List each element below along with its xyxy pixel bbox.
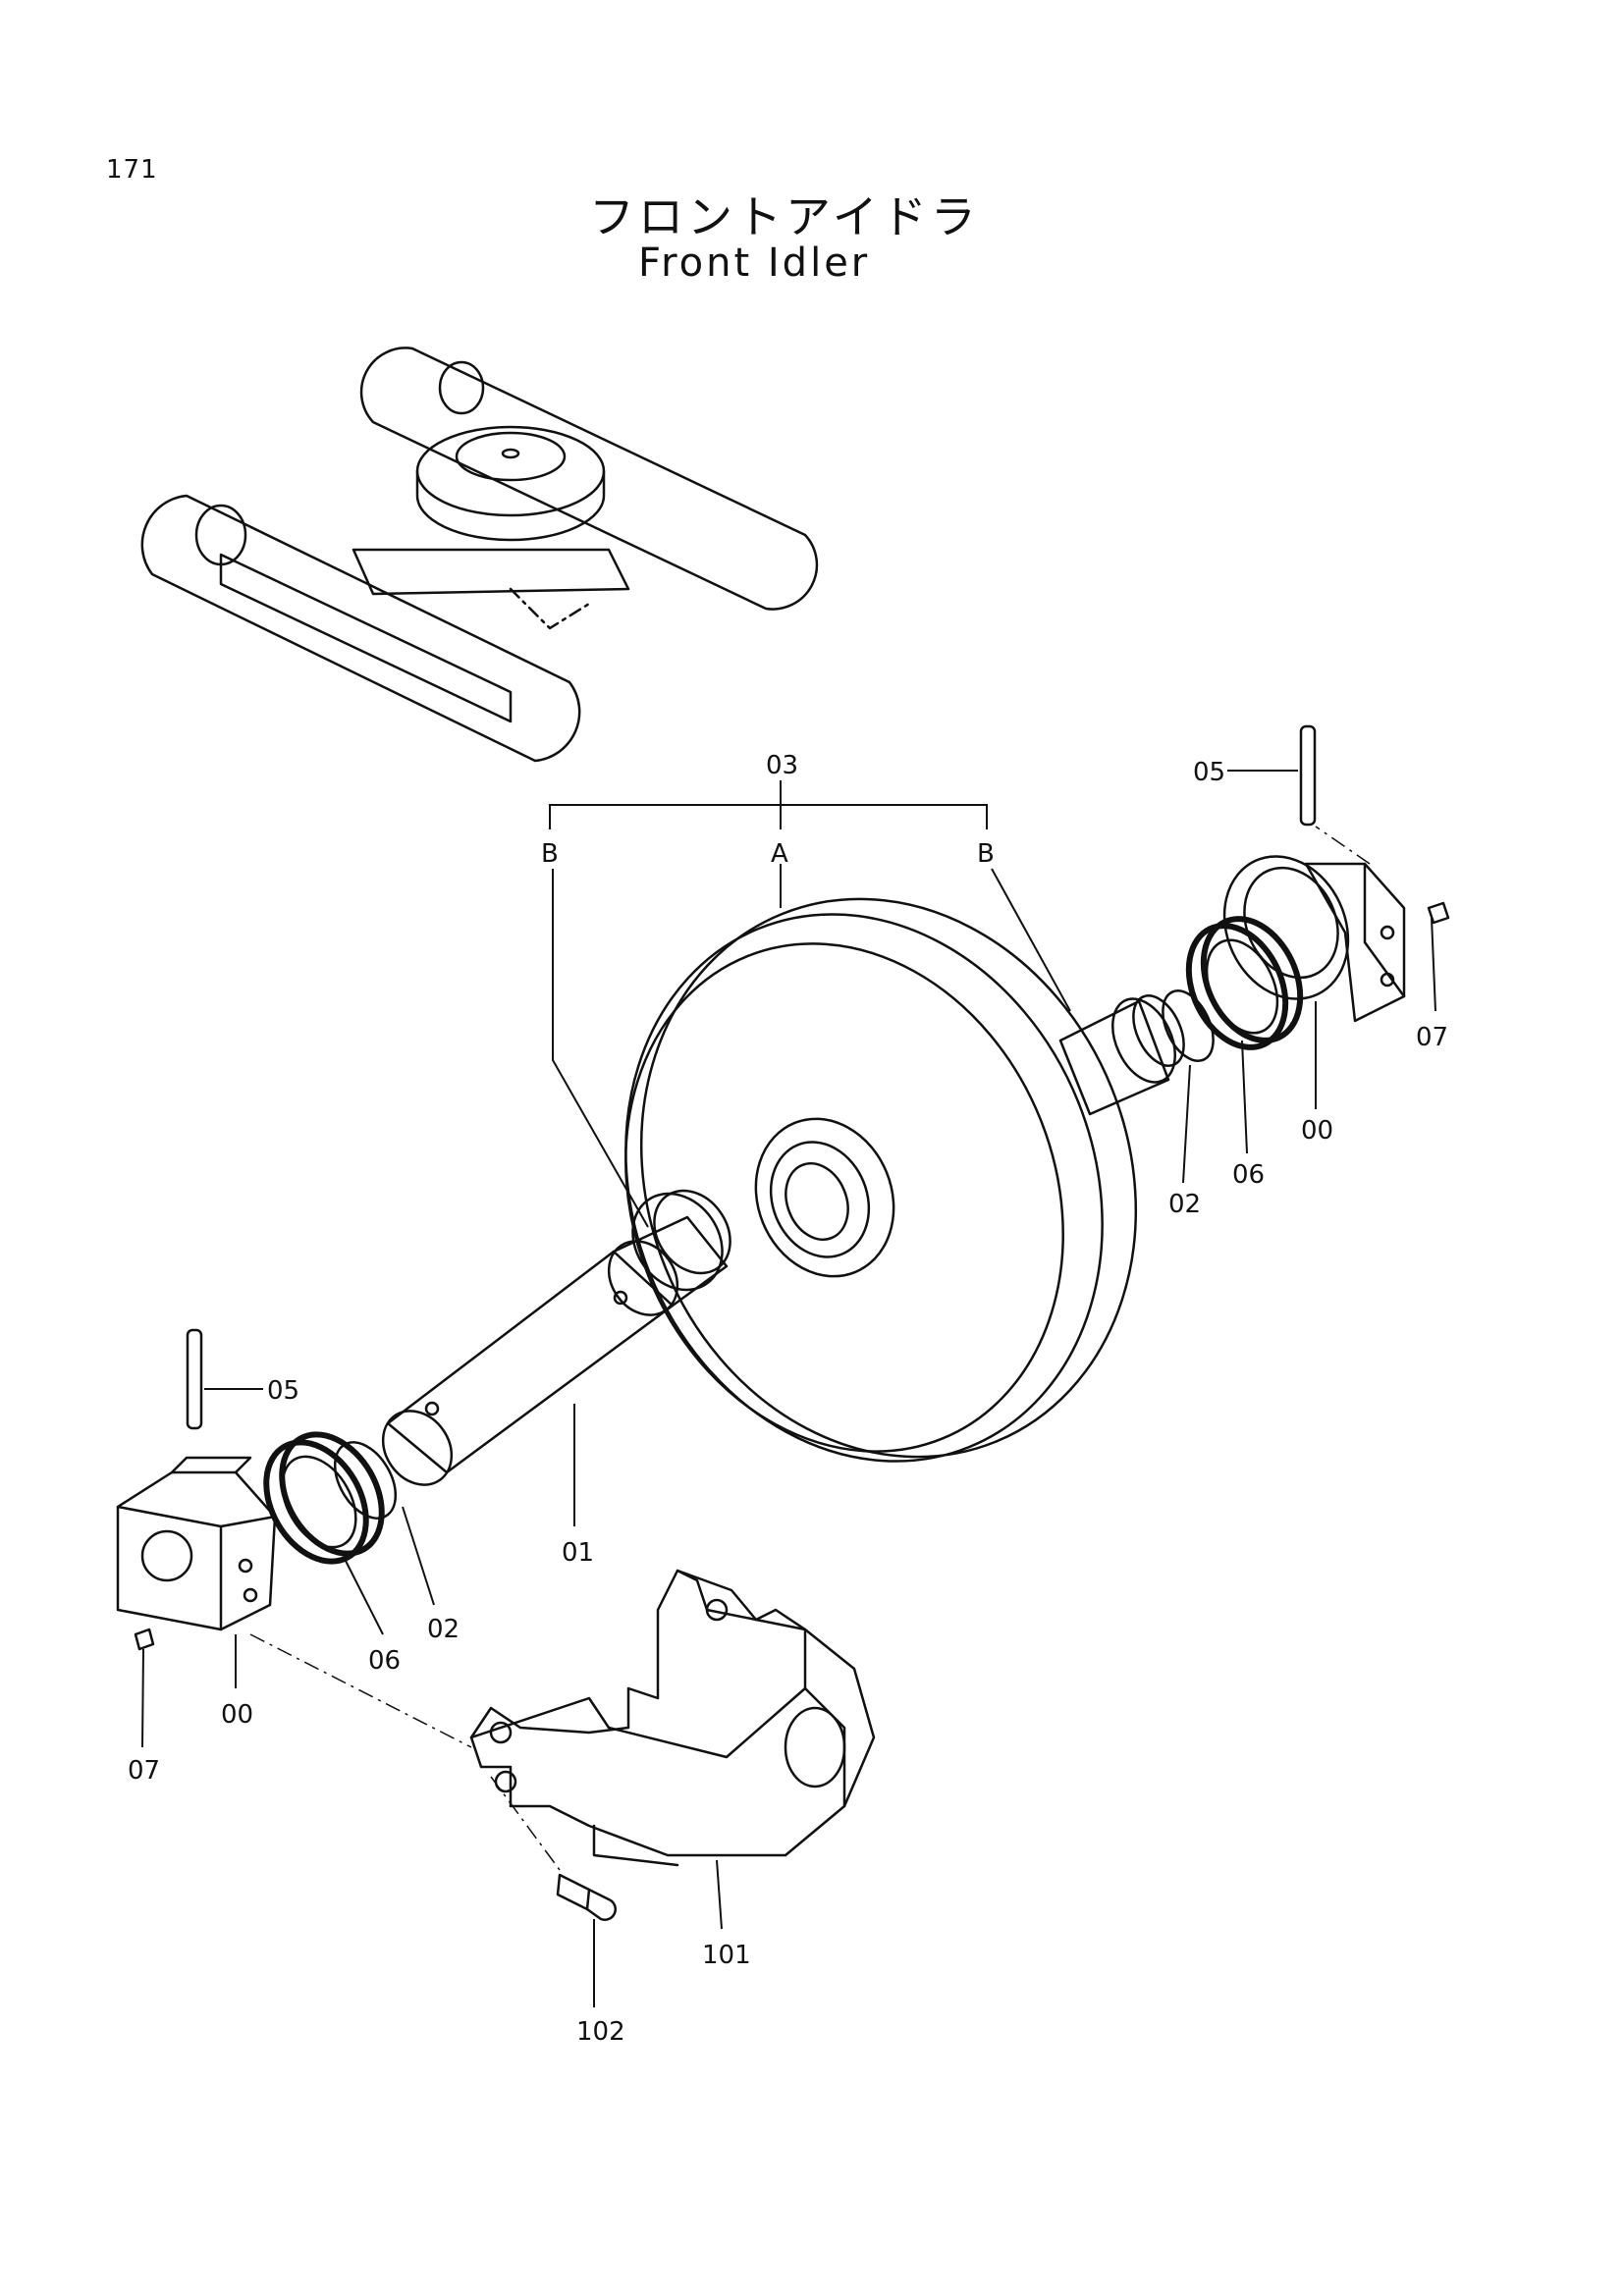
left-pin-illustration	[186, 1328, 203, 1430]
label-02-right: 02	[1168, 1190, 1201, 1219]
alignment-lines	[249, 826, 1371, 1871]
label-A: A	[771, 839, 788, 869]
leader-07-left	[141, 1648, 144, 1748]
right-o-ring-illustration	[1162, 989, 1215, 1062]
label-02-left: 02	[427, 1615, 460, 1644]
label-01: 01	[562, 1538, 594, 1568]
label-05-right: 05	[1193, 758, 1225, 787]
label-00-left: 00	[221, 1700, 253, 1730]
shaft-illustration	[381, 1189, 731, 1486]
label-102: 102	[576, 2017, 625, 2047]
label-05-left: 05	[267, 1376, 299, 1406]
label-B-right: B	[977, 839, 995, 869]
label-101: 101	[702, 1941, 751, 1970]
undercarriage-overview-illustration	[140, 347, 819, 763]
assembly-bracket-03	[549, 804, 988, 829]
leader-02-right	[1182, 1064, 1191, 1184]
leader-B-right	[991, 868, 1071, 1012]
title-japanese: フロントアイドラ	[589, 190, 980, 243]
label-07-left: 07	[128, 1756, 160, 1786]
yoke-illustration	[469, 1569, 876, 1867]
left-bracket-illustration	[116, 1456, 277, 1631]
label-B-left: B	[541, 839, 559, 869]
left-seal-illustration	[263, 1431, 385, 1565]
callout-labels: 03 B A B 05 07 00 06 02 05 01 02 06 00 0…	[128, 751, 1448, 2047]
leader-07-right	[1431, 917, 1436, 1012]
title-english: Front Idler	[638, 240, 871, 286]
leader-06-right	[1241, 1040, 1248, 1154]
left-plug-illustration	[134, 1628, 155, 1651]
right-pin-illustration	[1299, 724, 1317, 827]
leader-06-left	[345, 1560, 384, 1635]
leader-B-left	[552, 869, 649, 1228]
label-06-right: 06	[1232, 1160, 1265, 1190]
leader-101	[716, 1859, 723, 1930]
page-number: 171	[106, 155, 158, 185]
label-03: 03	[766, 751, 798, 780]
right-seal-illustration	[1185, 916, 1304, 1050]
leader-02-left	[402, 1506, 435, 1606]
right-collar-illustration	[1058, 994, 1185, 1116]
label-06-left: 06	[368, 1646, 401, 1676]
idler-wheel-illustration	[624, 897, 1138, 1463]
label-00-right: 00	[1301, 1116, 1333, 1146]
right-bracket-illustration	[1222, 855, 1406, 1023]
bolt-illustration	[556, 1873, 618, 1921]
label-07-right: 07	[1416, 1023, 1448, 1052]
leader-lines	[141, 770, 1436, 2007]
